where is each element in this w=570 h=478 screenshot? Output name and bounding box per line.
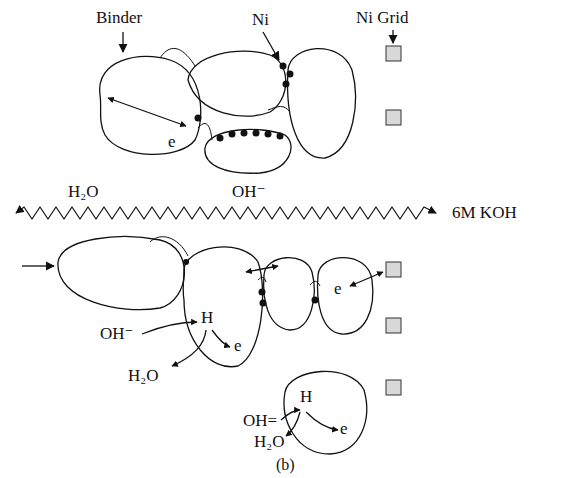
- pointer-arrow: [392, 30, 393, 43]
- electron-arrow: [350, 272, 383, 286]
- reaction-arrow: [172, 330, 206, 366]
- particle: [183, 247, 263, 367]
- grid-square: [386, 262, 401, 277]
- ni-dot: [259, 289, 266, 296]
- ni-grid: [386, 46, 401, 395]
- part-label: H₂O: [254, 432, 284, 452]
- particle: [58, 237, 185, 310]
- particle: [205, 129, 291, 173]
- binder: [160, 48, 195, 66]
- part-label: e: [168, 132, 176, 152]
- ni-dot: [241, 130, 248, 137]
- reaction-arrow: [286, 412, 300, 436]
- pointer-arrow: [263, 32, 279, 60]
- arrows: [22, 30, 393, 436]
- part-label: OH=: [243, 411, 277, 431]
- binder: [268, 107, 290, 113]
- part-label: e: [334, 279, 342, 299]
- binder: [258, 277, 266, 282]
- ni-dot: [183, 259, 189, 265]
- ni-dot: [287, 71, 294, 78]
- electron-arrow: [108, 98, 186, 126]
- ni-dot: [280, 63, 287, 70]
- figure-caption: (b): [276, 455, 295, 475]
- part-label: H₂O: [128, 366, 158, 386]
- particle: [100, 56, 201, 154]
- ni-dot: [229, 131, 236, 138]
- grid-square: [386, 110, 401, 125]
- part-label: Ni: [252, 10, 269, 30]
- part-label: Ni Grid: [356, 8, 408, 28]
- ni-dot: [195, 115, 202, 122]
- ni-dot: [217, 135, 224, 142]
- particle: [188, 51, 286, 116]
- part-label: e: [340, 419, 348, 439]
- ni-dot: [277, 133, 284, 140]
- ni-dot: [283, 81, 290, 88]
- ni-dot: [265, 131, 272, 138]
- ni-dot: [260, 300, 267, 307]
- particle: [288, 49, 356, 159]
- electron-arrow: [246, 266, 278, 272]
- part-label: OH⁻: [232, 182, 266, 202]
- part-label: H₂O: [68, 182, 98, 202]
- binder: [310, 281, 320, 286]
- part-label: OH⁻: [100, 324, 134, 344]
- part-label: H: [201, 308, 213, 328]
- particle: [264, 258, 315, 330]
- reaction-arrow: [212, 330, 230, 347]
- ni-particles: [183, 63, 319, 307]
- reaction-arrow: [306, 412, 338, 430]
- binder: [198, 124, 212, 140]
- reaction-arrow: [142, 322, 197, 334]
- grid-square: [386, 318, 401, 333]
- ni-dot: [312, 297, 319, 304]
- grid-square: [386, 380, 401, 395]
- binder: [150, 237, 188, 256]
- ni-dot: [253, 130, 260, 137]
- particle: [318, 258, 373, 334]
- part-label: H: [300, 387, 312, 407]
- separator-wave: [16, 207, 436, 219]
- reaction-arrow: [281, 410, 300, 420]
- part-label: Binder: [96, 8, 142, 28]
- binder-strands: [150, 48, 320, 286]
- grid-square: [386, 46, 401, 61]
- alloy-particles: [58, 49, 373, 454]
- part-label: e: [234, 336, 242, 356]
- pointer-arrow: [122, 32, 123, 52]
- pointer-arrow: [22, 265, 54, 266]
- part-label: 6M KOH: [452, 203, 517, 223]
- particle: [284, 371, 367, 454]
